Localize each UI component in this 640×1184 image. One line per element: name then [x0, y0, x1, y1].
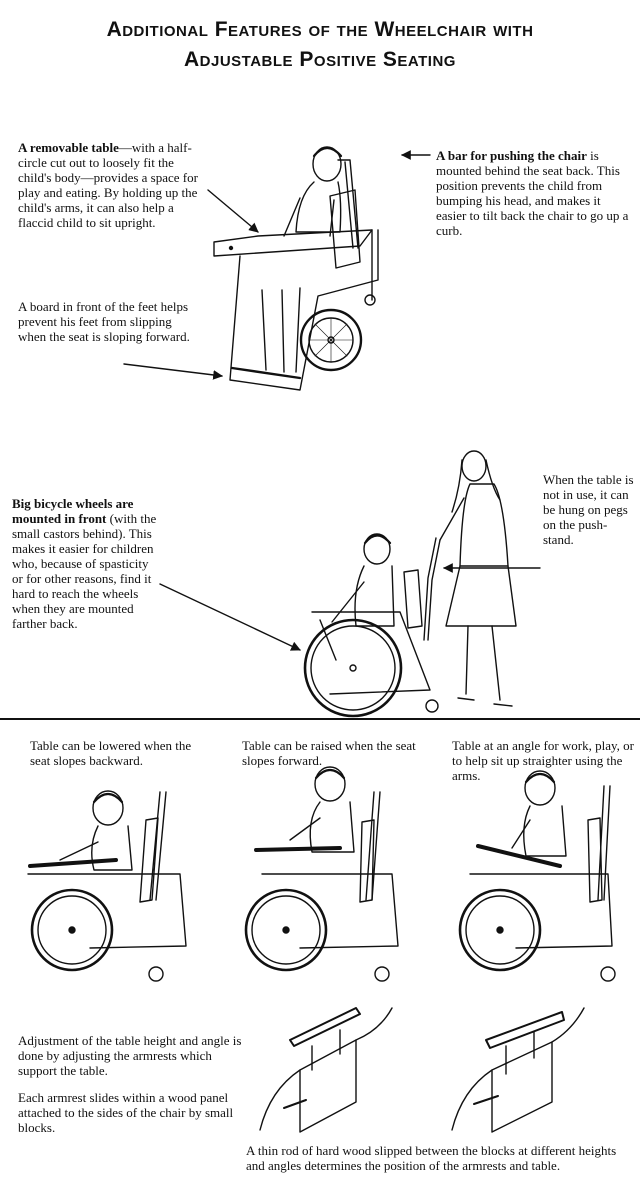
top-wheelchair-illustration: [124, 147, 430, 390]
table-lowered-illustration: [28, 791, 186, 981]
armrest-detail-level: [260, 1008, 392, 1132]
table-angled-illustration: [460, 771, 615, 981]
armrest-detail-angled: [452, 1008, 584, 1132]
middle-wheelchair-illustration: [160, 451, 540, 716]
table-raised-illustration: [246, 767, 398, 981]
